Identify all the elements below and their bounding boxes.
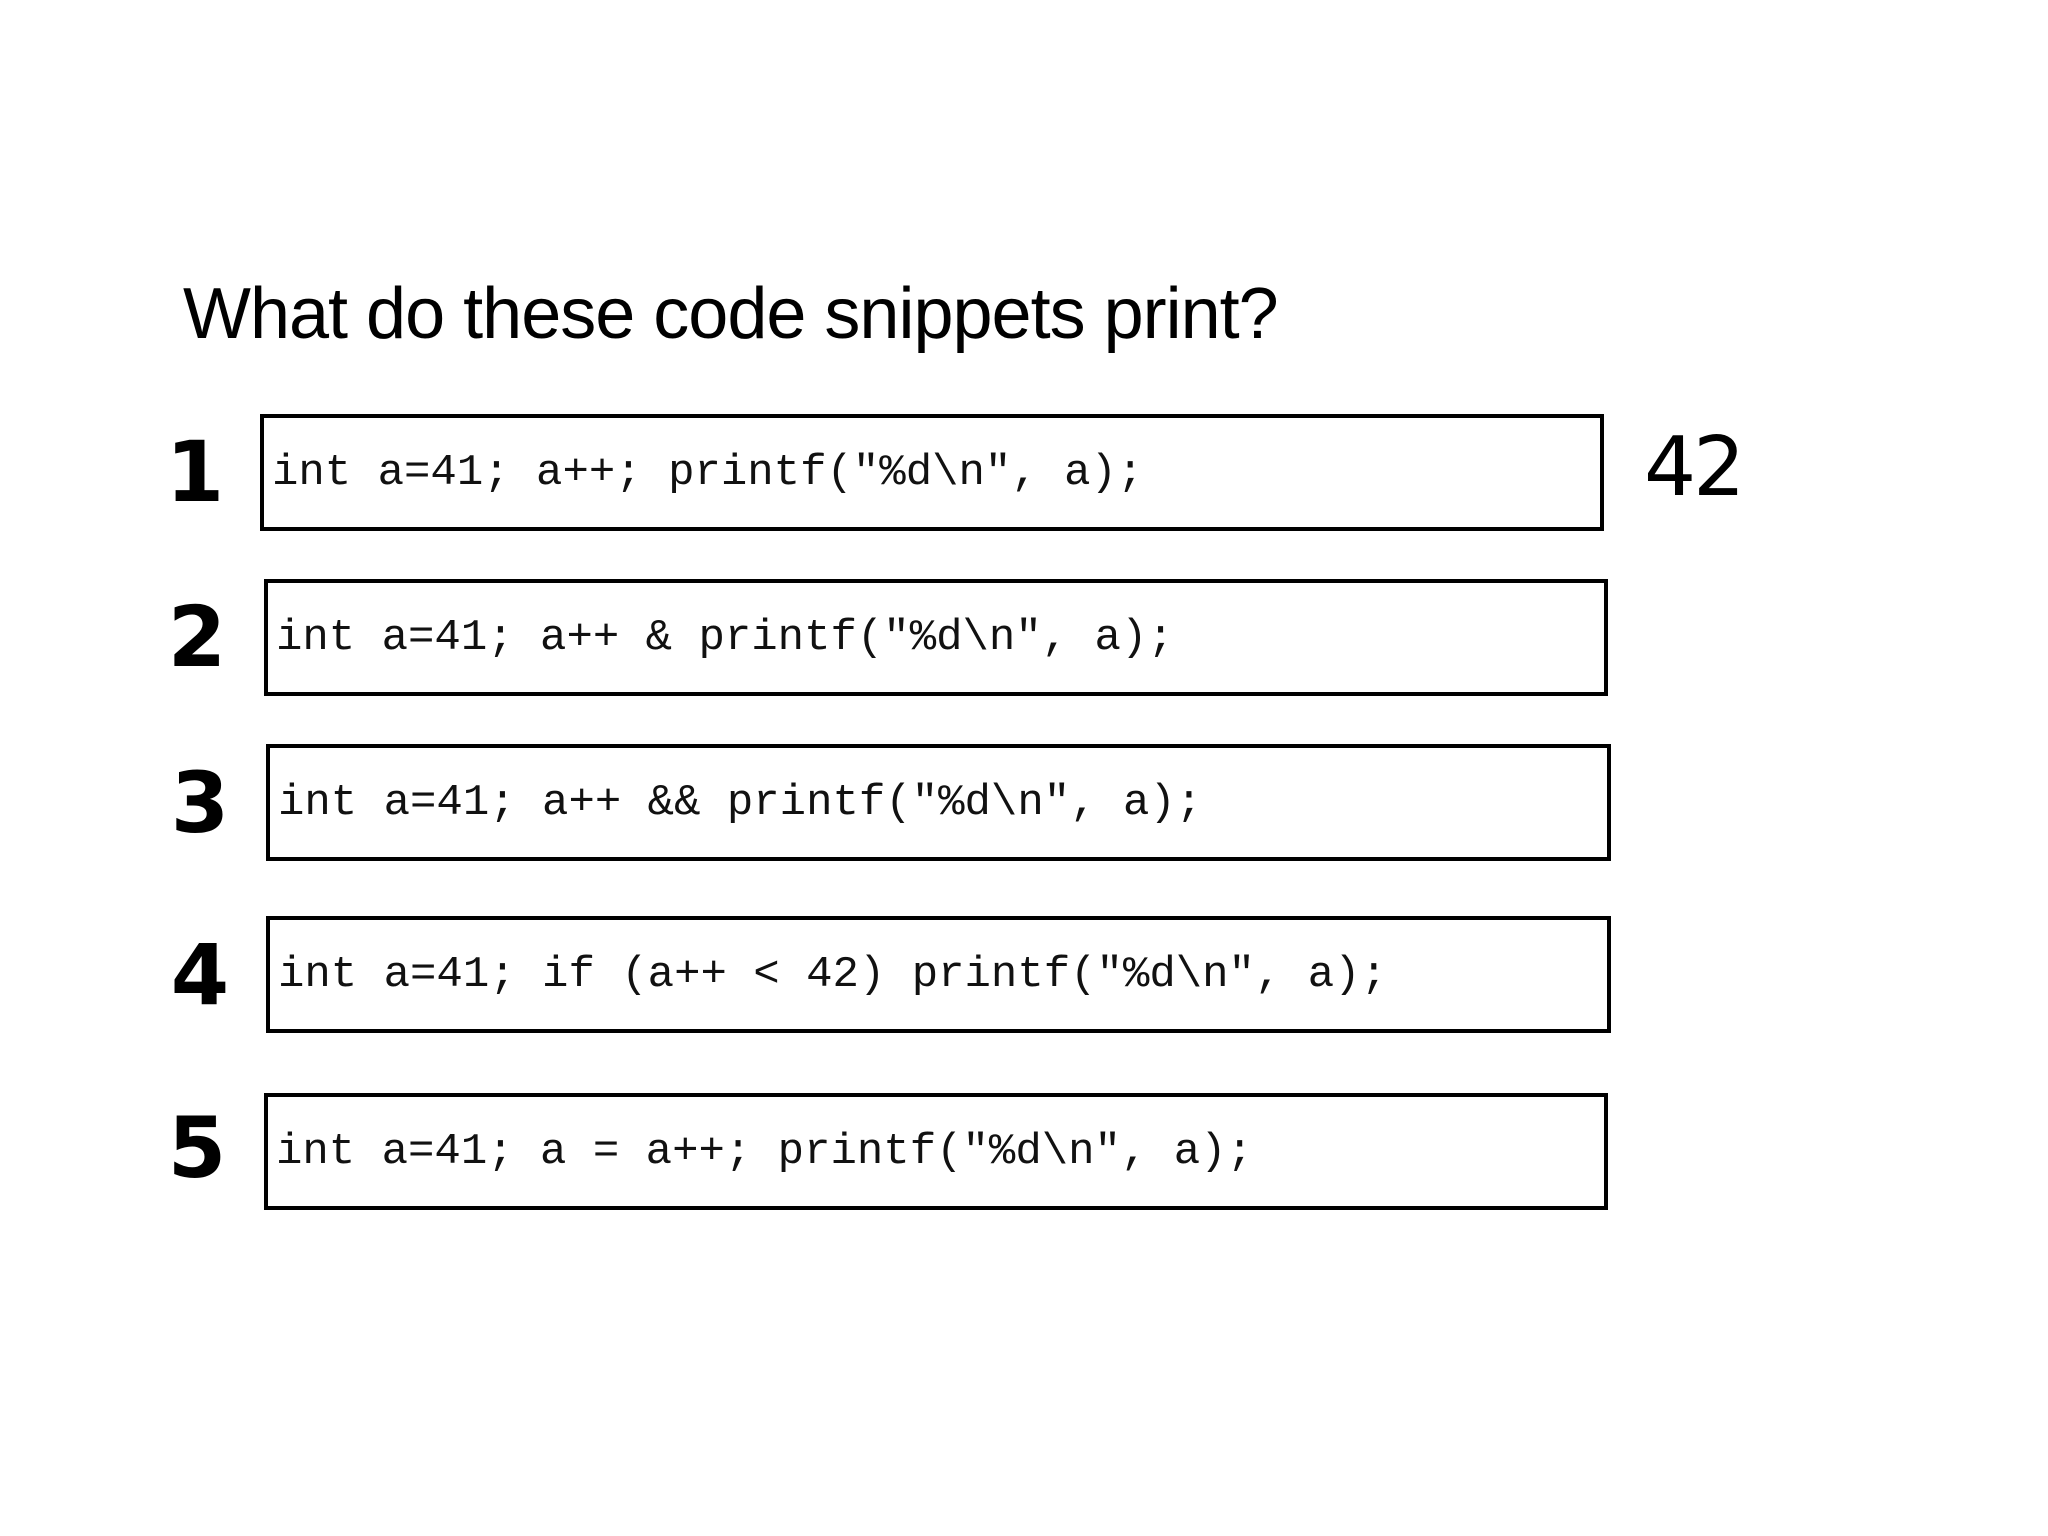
snippet-number-1: 1 [165, 423, 225, 521]
snippet-number-3: 3 [170, 754, 230, 852]
code-box-2: int a=41; a++ & printf("%d\n", a); [264, 579, 1608, 696]
snippet-number-5: 5 [167, 1099, 227, 1197]
snippet-number-4: 4 [170, 926, 230, 1024]
code-snippet-4: int a=41; if (a++ < 42) printf("%d\n", a… [278, 949, 1387, 1000]
code-box-4: int a=41; if (a++ < 42) printf("%d\n", a… [266, 916, 1611, 1033]
code-snippet-1: int a=41; a++; printf("%d\n", a); [272, 447, 1144, 498]
code-box-1: int a=41; a++; printf("%d\n", a); [260, 414, 1604, 531]
code-box-5: int a=41; a = a++; printf("%d\n", a); [264, 1093, 1608, 1210]
code-box-3: int a=41; a++ && printf("%d\n", a); [266, 744, 1611, 861]
code-snippet-5: int a=41; a = a++; printf("%d\n", a); [276, 1126, 1253, 1177]
code-snippet-2: int a=41; a++ & printf("%d\n", a); [276, 612, 1174, 663]
code-snippet-3: int a=41; a++ && printf("%d\n", a); [278, 777, 1203, 828]
answer-1: 42 [1644, 420, 1745, 515]
slide-title: What do these code snippets print? [183, 274, 1279, 354]
snippet-number-2: 2 [167, 588, 227, 686]
